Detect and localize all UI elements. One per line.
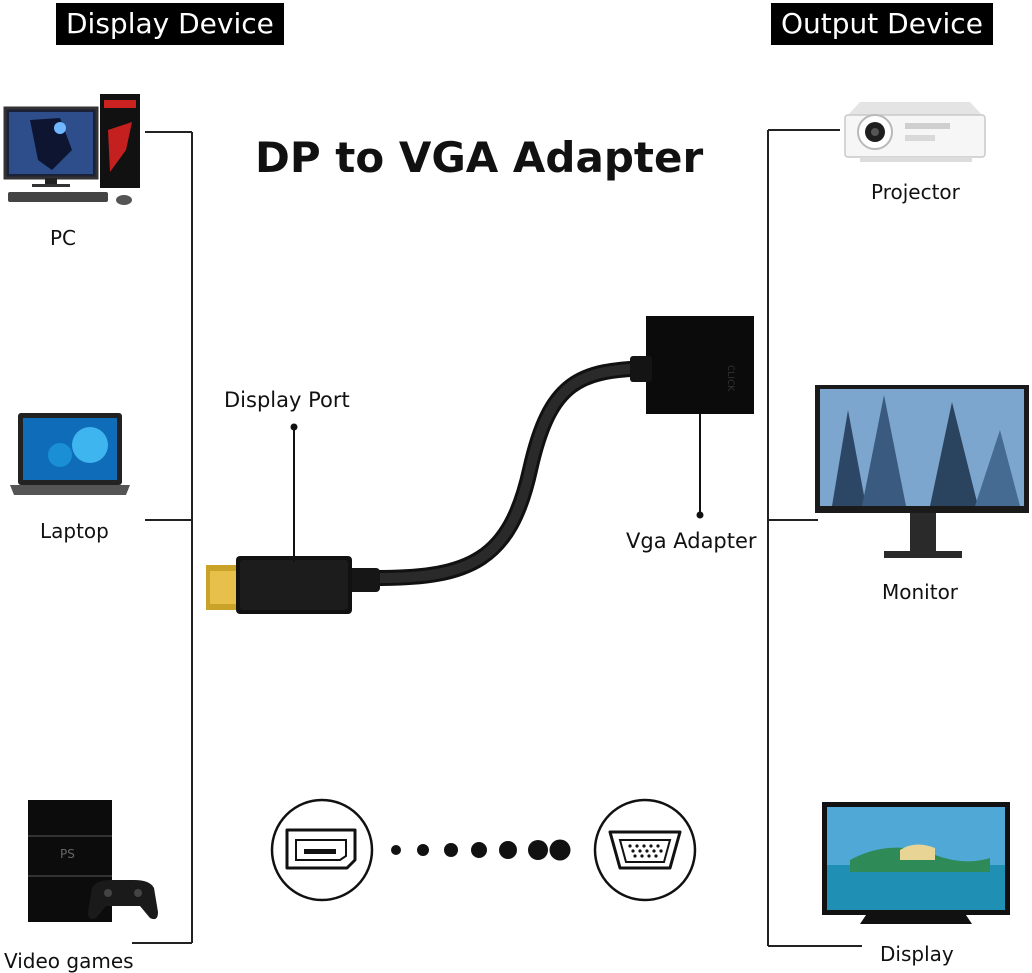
pc-label: PC	[50, 226, 77, 250]
vga-adapter-pointer	[696, 414, 704, 519]
connection-dots	[391, 839, 571, 861]
output-device-header: Output Device	[771, 3, 993, 45]
monitor-label: Monitor	[882, 580, 959, 604]
cable-strain-relief	[346, 568, 380, 592]
display-tv-icon	[822, 802, 1010, 924]
monitor-icon	[815, 385, 1029, 558]
laptop-label: Laptop	[40, 519, 109, 543]
video-games-icon: PS	[28, 800, 158, 922]
svg-text:CLICK: CLICK	[725, 365, 735, 392]
video-games-label: Video games	[4, 949, 134, 973]
display-label: Display	[880, 942, 954, 966]
vga-adapter-box: CLICK	[630, 316, 754, 414]
input-bracket-lines	[132, 131, 193, 944]
vga-adapter-label: Vga Adapter	[626, 529, 757, 553]
projector-label: Projector	[871, 180, 960, 204]
displayport-connector	[206, 556, 352, 614]
pc-icon	[3, 94, 140, 205]
display-port-label: Display Port	[224, 388, 350, 412]
svg-text:PS: PS	[60, 847, 75, 861]
displayport-port-icon	[270, 798, 374, 902]
diagram-title: DP to VGA Adapter	[255, 133, 704, 182]
vga-port-icon	[593, 798, 697, 902]
display-port-pointer	[290, 423, 298, 562]
projector-icon	[844, 102, 986, 162]
laptop-icon	[10, 413, 130, 495]
display-device-header: Display Device	[56, 3, 284, 45]
dp-vga-cable	[370, 360, 658, 586]
output-bracket-lines	[767, 129, 862, 947]
